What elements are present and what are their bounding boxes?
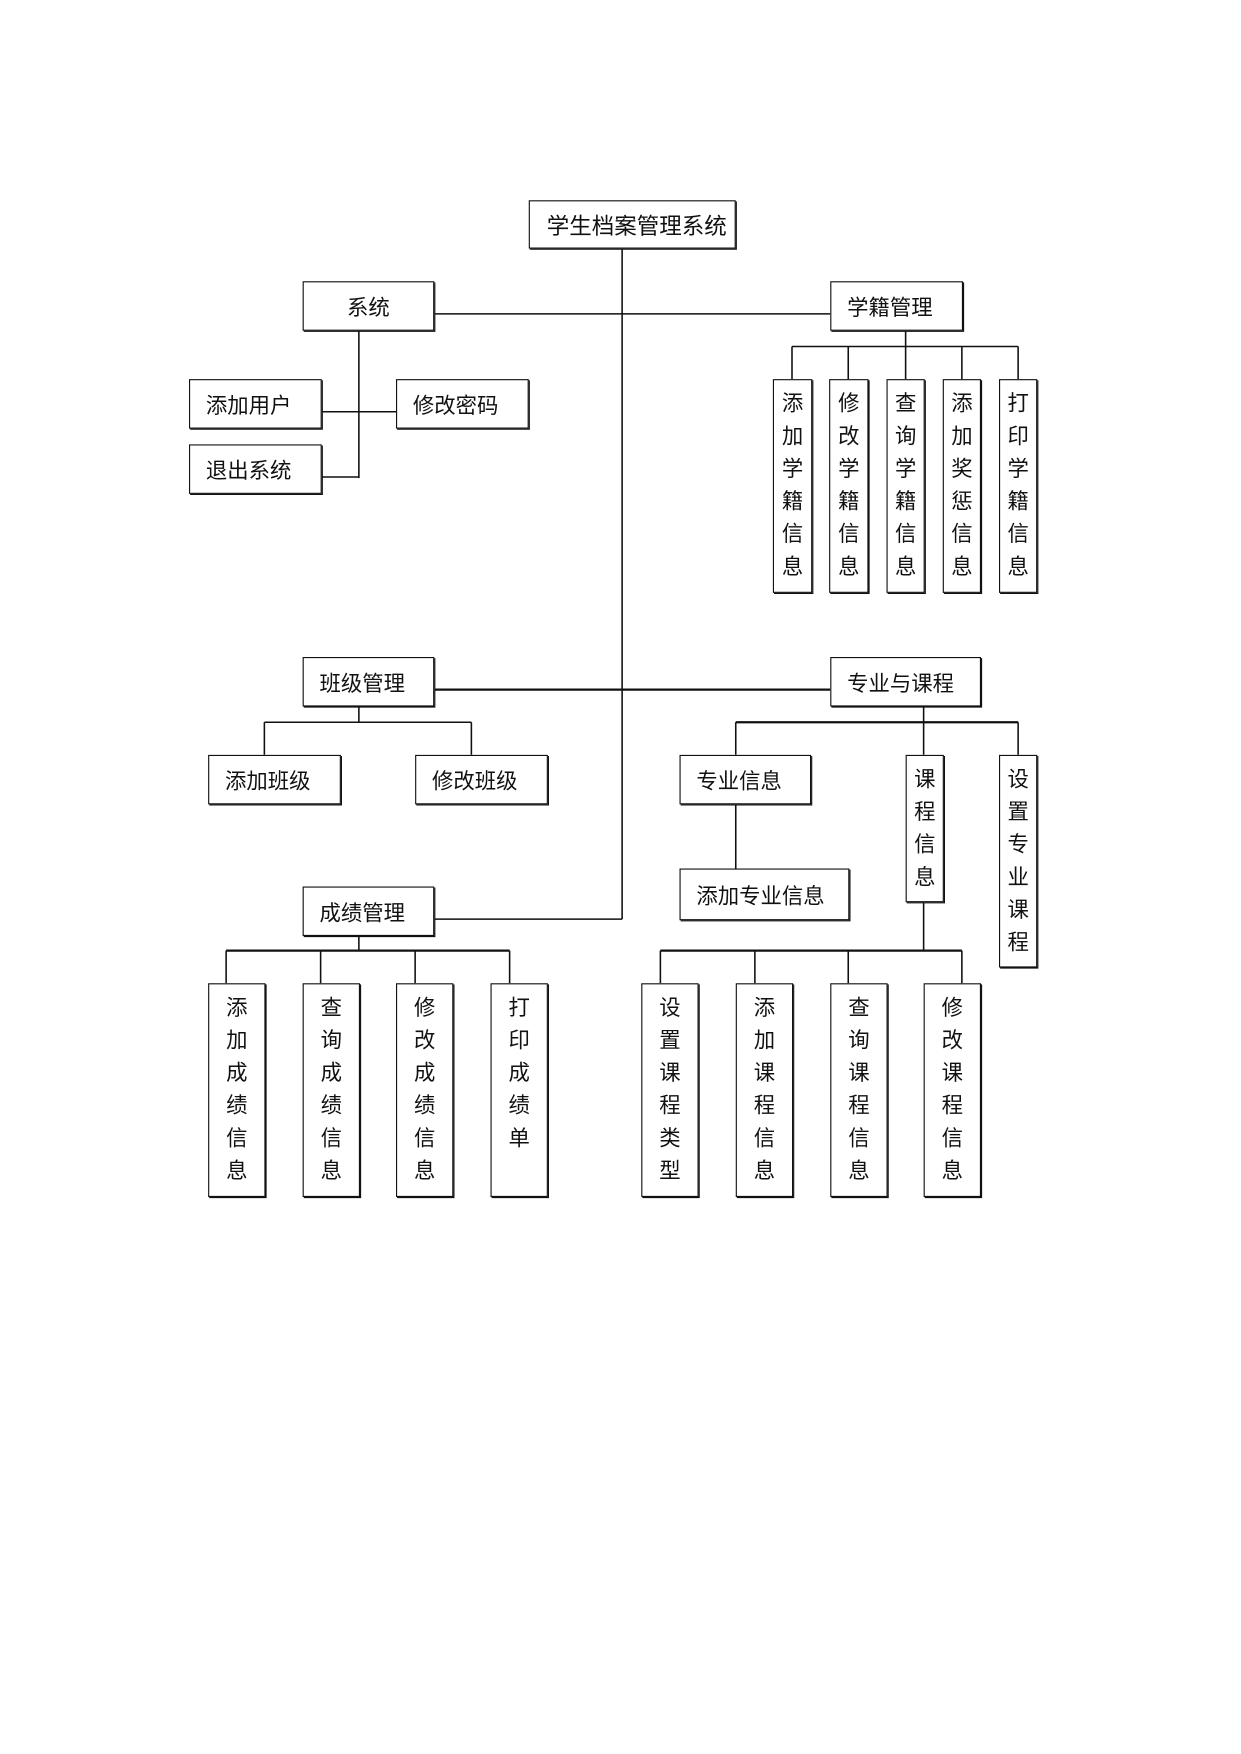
node-label: 班级管理 [319,672,406,696]
node-label: 打印学籍信息 [1007,392,1029,580]
node-print-enrollment-info: 打印学籍信息 [999,379,1038,593]
node-label: 设置专业课程 [1007,768,1029,956]
node-label: 添加专业信息 [696,884,825,909]
node-query-grade-info: 查询成绩信息 [302,983,360,1197]
node-label: 退出系统 [205,459,292,484]
node-label: 查询学籍信息 [894,392,917,580]
node-query-course-info: 查询课程信息 [830,983,888,1197]
node-print-grade-sheet: 打印成绩单 [490,983,548,1197]
node-label: 修改成绩信息 [414,996,436,1184]
node-set-course-type: 设置课程类型 [641,983,699,1197]
node-add-reward-info: 添加奖惩信息 [942,379,981,593]
node-add-course-info: 添加课程信息 [735,983,794,1197]
node-label: 查询成绩信息 [320,996,343,1184]
node-add-major-info: 添加专业信息 [679,868,850,921]
node-label: 专业信息 [696,770,782,794]
node-label: 修改密码 [412,394,499,418]
node-change-password: 修改密码 [396,379,529,429]
node-enrollment: 学籍管理 [830,281,963,331]
node-major-info: 专业信息 [679,754,812,805]
node-course-info: 课程信息 [905,754,944,903]
node-add-user: 添加用户 [189,379,322,429]
node-root: 学生档案管理系统 [528,200,736,249]
node-label: 添加奖惩信息 [951,392,973,580]
node-label: 添加班级 [225,770,311,794]
node-label: 添加课程信息 [753,996,776,1184]
node-add-grade-info: 添加成绩信息 [208,983,266,1197]
node-label: 学籍管理 [847,296,933,321]
node-label: 打印成绩单 [508,996,530,1151]
node-system: 系统 [302,281,435,331]
node-label: 添加成绩信息 [226,996,248,1184]
node-add-enrollment-info: 添加学籍信息 [772,379,813,593]
node-label: 学生档案管理系统 [546,214,727,240]
node-edit-course-info: 修改课程信息 [923,983,981,1197]
node-grades-management: 成绩管理 [302,886,435,936]
node-set-major-course: 设置专业课程 [999,754,1038,968]
node-label: 查询课程信息 [848,996,870,1184]
node-edit-class: 修改班级 [415,754,548,805]
node-label: 添加用户 [205,394,292,418]
node-label: 修改学籍信息 [838,392,860,580]
node-label: 设置课程类型 [659,996,681,1184]
node-query-enrollment-info: 查询学籍信息 [886,379,925,593]
node-label: 系统 [347,296,390,321]
node-add-class: 添加班级 [208,754,341,805]
node-label: 成绩管理 [319,901,406,926]
node-label: 课程信息 [914,768,936,890]
node-label: 添加学籍信息 [781,392,804,580]
node-label: 修改班级 [432,770,518,794]
node-major-and-course: 专业与课程 [830,657,981,707]
node-label: 修改课程信息 [941,996,964,1184]
node-edit-grade-info: 修改成绩信息 [396,983,454,1197]
node-edit-enrollment-info: 修改学籍信息 [829,379,869,593]
node-class-management: 班级管理 [302,657,435,707]
node-exit-system: 退出系统 [189,444,322,494]
node-label: 专业与课程 [847,672,955,696]
